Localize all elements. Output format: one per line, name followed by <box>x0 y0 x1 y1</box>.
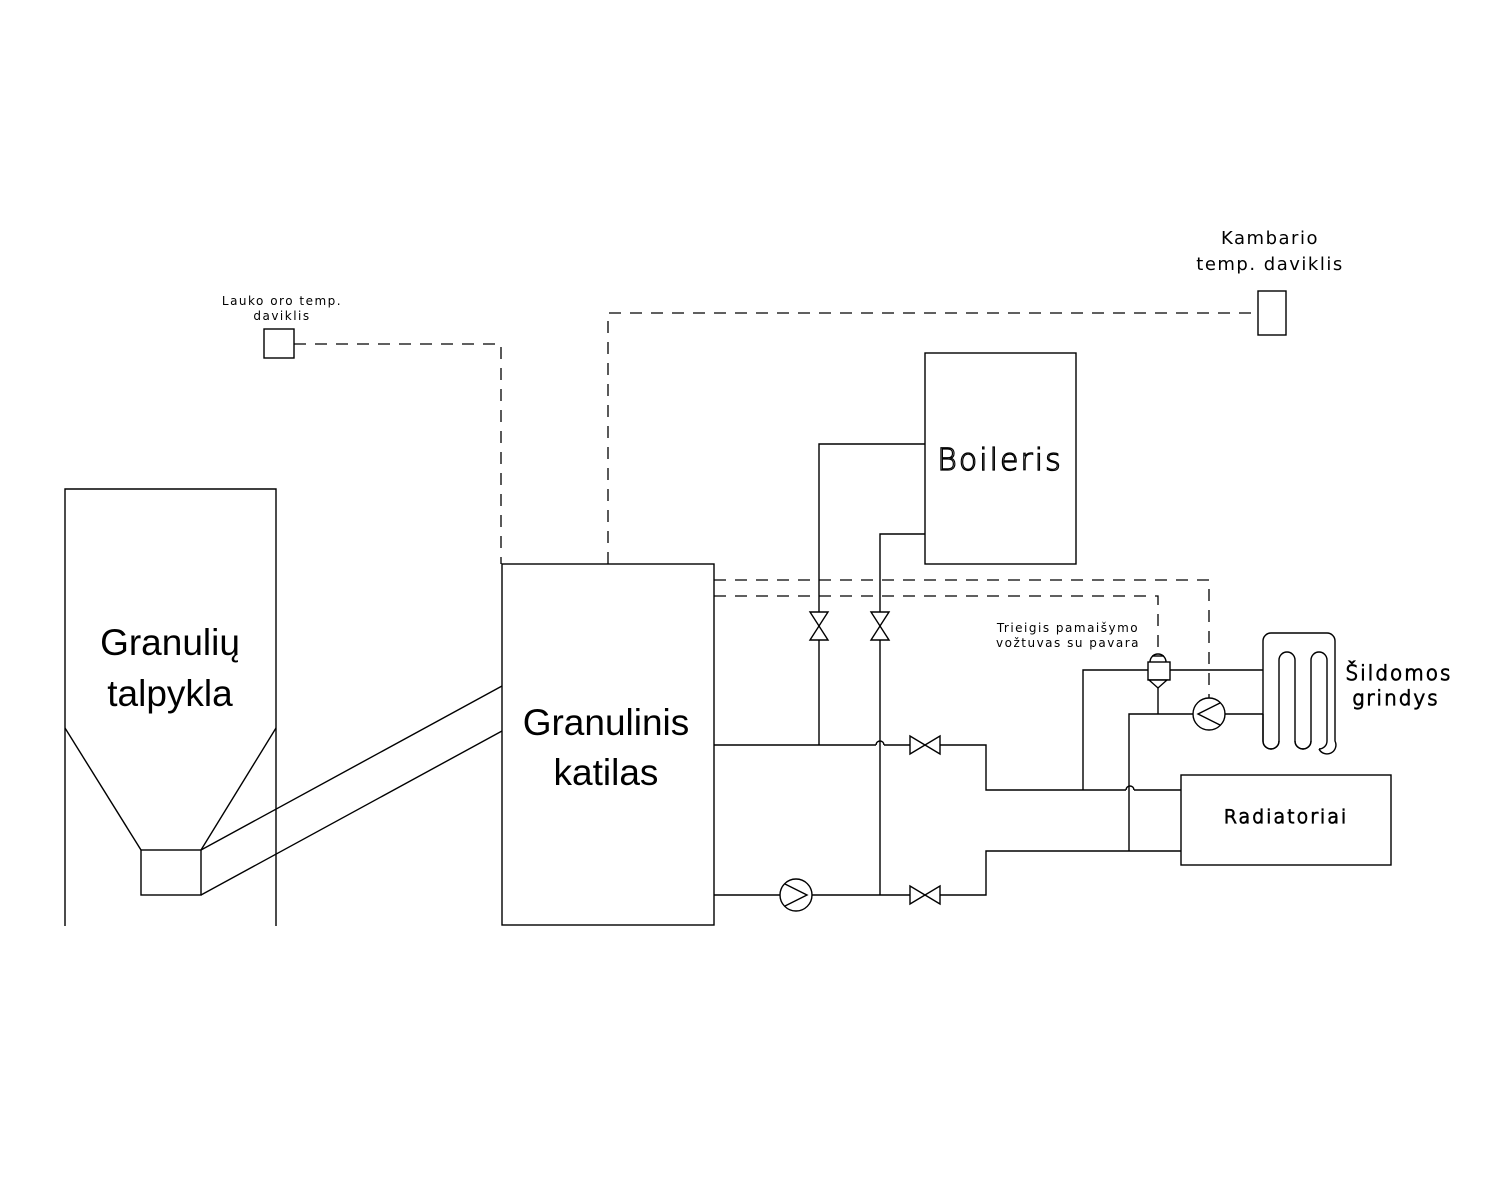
pipe-crossover <box>1125 785 1135 791</box>
valve-control-line <box>714 595 1159 652</box>
pellet-auger <box>200 685 503 896</box>
outdoor-sensor-label-line2: daviklis <box>253 309 310 323</box>
room-sensor-label-line2: temp. daviklis <box>1196 254 1343 275</box>
hot-water-tank <box>924 352 1077 565</box>
outdoor-temp-sensor <box>263 328 295 359</box>
three-way-mixing-valve <box>1147 653 1171 689</box>
tank-return-valve <box>869 611 891 641</box>
pipe-crossover <box>875 740 885 746</box>
outdoor-sensor-signal-line <box>294 343 502 564</box>
radiators <box>1180 774 1392 866</box>
pump-control-line <box>714 579 1210 712</box>
tank-supply-valve <box>808 611 830 641</box>
tank-supply-pipe <box>818 443 925 745</box>
boiler-label-line2: katilas <box>554 752 659 793</box>
boiler-circulation-pump <box>779 878 813 912</box>
floor-heating-coil <box>1262 632 1337 755</box>
hopper-label-line1: Granulių <box>100 622 240 663</box>
room-temp-sensor <box>1257 290 1287 336</box>
floor-heating-label-line2: grindys <box>1352 686 1439 710</box>
pellet-boiler <box>501 563 715 926</box>
floor-heating-label-line1: Šildomos <box>1346 661 1453 685</box>
floor-return-pipe <box>1128 713 1193 851</box>
radiators-label: Radiatoriai <box>1224 806 1349 828</box>
floor-heating-pump <box>1192 697 1226 731</box>
room-sensor-label-line1: Kambario <box>1221 228 1319 249</box>
boiler-label-line1: Granulinis <box>523 702 690 743</box>
supply-shutoff-valve <box>909 734 941 756</box>
hopper-label-line2: talpykla <box>107 673 233 714</box>
floor-supply-pipe <box>1082 669 1148 790</box>
return-shutoff-valve <box>909 884 941 906</box>
mixing-valve-label-line1: Trieigis pamaišymo <box>996 621 1139 635</box>
tank-label: Boileris <box>937 443 1062 478</box>
outdoor-sensor-label-line1: Lauko oro temp. <box>222 294 342 308</box>
mixing-valve-label-line2: vožtuvas su pavara <box>996 636 1140 650</box>
pellet-hopper <box>64 488 277 926</box>
tank-return-pipe <box>879 533 925 745</box>
